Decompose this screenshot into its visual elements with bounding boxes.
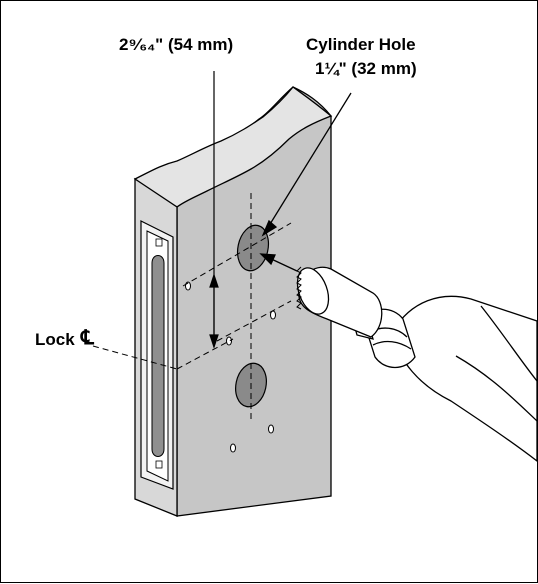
door-top <box>133 86 333 208</box>
cylinder-hole <box>236 224 270 272</box>
drill-direction-arrow <box>259 253 298 272</box>
center-lines <box>92 193 292 421</box>
faceplate-screw-bottom <box>155 460 163 469</box>
drill-assembly <box>296 266 538 463</box>
saw-teeth <box>296 266 302 310</box>
bolt-hole <box>268 424 274 434</box>
cylinder-hole-title: Cylinder Hole <box>306 35 416 54</box>
bolt-hole <box>230 443 236 453</box>
latch-mortise <box>151 255 165 457</box>
backset-dimension <box>209 71 219 349</box>
cylinder-hole-size: 1¼" (32 mm) <box>315 59 417 78</box>
bolt-hole <box>226 336 232 346</box>
faceplate-screw-top <box>155 238 163 247</box>
cylinder-leader <box>261 92 352 237</box>
centerline-symbol: ℄ <box>81 327 94 349</box>
drill-body <box>392 295 538 463</box>
lock-centerline-label: Lock <box>35 330 75 349</box>
backset-dimension-label: 2⁹⁄₆₄" (54 mm) <box>119 35 234 54</box>
